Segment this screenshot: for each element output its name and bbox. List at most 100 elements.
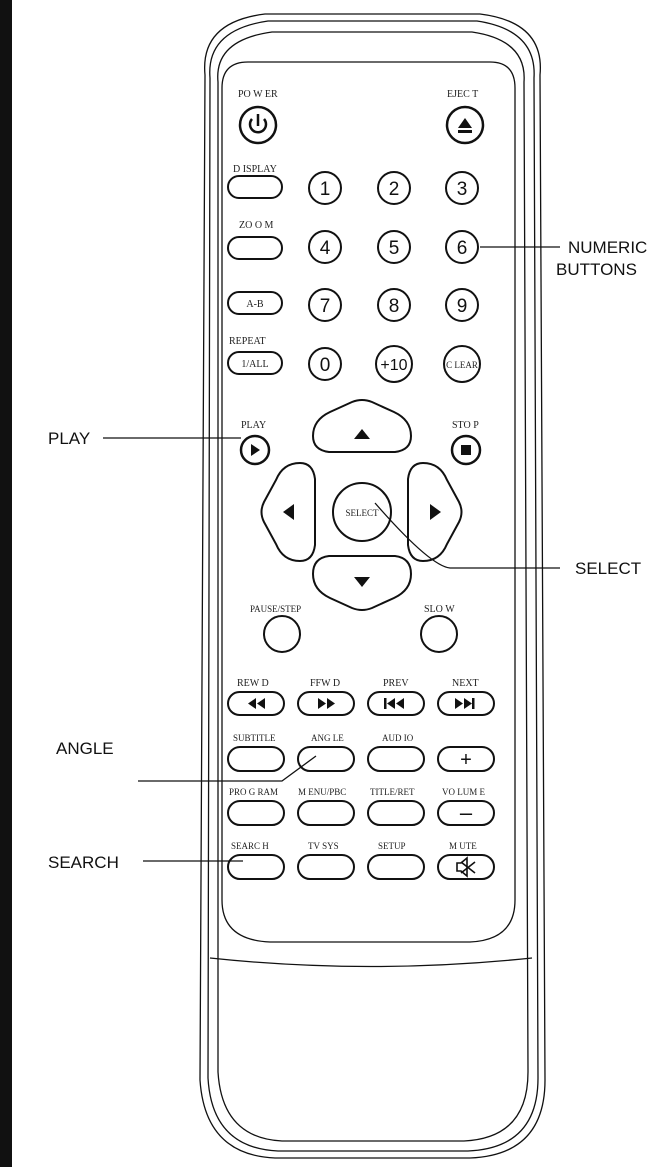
power-label: PO W ER (238, 89, 278, 100)
numeric-buttons-callout-line1: NUMERIC (568, 238, 647, 257)
numeric-key-5[interactable]: 5 (377, 230, 411, 264)
remote-inner-outline (217, 31, 529, 1142)
pause-step-button[interactable] (263, 615, 301, 653)
numeric-key-4[interactable]: 4 (308, 230, 342, 264)
tv-sys-label: TV SYS (308, 841, 339, 851)
numeric-key-7[interactable]: 7 (308, 288, 342, 322)
forward-label: FFW D (310, 678, 340, 689)
program-button[interactable] (227, 800, 285, 826)
remote-outer-outline (199, 13, 546, 1159)
play-button[interactable] (239, 434, 271, 466)
numeric-key-6-label: 6 (457, 238, 468, 259)
pause-step-label: PAUSE/STEP (250, 604, 301, 614)
stop-button[interactable] (450, 434, 482, 466)
numeric-key-1-label: 1 (320, 179, 331, 200)
eject-button[interactable] (445, 105, 485, 145)
ab-button[interactable]: A-B (227, 291, 283, 315)
power-button[interactable] (238, 105, 278, 145)
audio-button[interactable] (367, 746, 425, 772)
numeric-key-0-label: 0 (320, 355, 331, 376)
display-label: D ISPLAY (233, 164, 277, 175)
repeat-button[interactable]: 1/ALL (227, 351, 283, 375)
mute-speaker-icon (456, 856, 476, 878)
numeric-key-2[interactable]: 2 (377, 171, 411, 205)
angle-callout: ANGLE (56, 739, 114, 758)
numeric-key-2-label: 2 (389, 179, 400, 200)
dpad-left-button[interactable] (260, 461, 316, 563)
rewind-label: REW D (237, 678, 269, 689)
numeric-key-8[interactable]: 8 (377, 288, 411, 322)
zoom-label: ZO O M (239, 220, 274, 231)
select-callout: SELECT (575, 559, 641, 578)
numeric-key-6[interactable]: 6 (445, 230, 479, 264)
prev-label: PREV (383, 678, 409, 689)
zoom-button[interactable] (227, 236, 283, 260)
title-return-button[interactable] (367, 800, 425, 826)
ab-button-text: A-B (246, 299, 264, 310)
skip-forward-icon (455, 698, 475, 709)
up-arrow-icon (354, 429, 370, 439)
angle-button[interactable] (297, 746, 355, 772)
eject-label: EJEC T (447, 89, 478, 100)
next-label: NEXT (452, 678, 479, 689)
clear-button[interactable]: C LEAR (443, 345, 481, 383)
search-button[interactable] (227, 854, 285, 880)
next-button[interactable] (437, 691, 495, 716)
search-label: SEARC H (231, 841, 269, 851)
select-button[interactable]: SELECT (332, 482, 392, 542)
dpad-down-button[interactable] (311, 555, 413, 611)
down-arrow-icon (354, 577, 370, 587)
mute-button[interactable] (437, 854, 495, 880)
menu-pbc-button[interactable] (297, 800, 355, 826)
menu-pbc-label: M ENU/PBC (298, 787, 346, 797)
mute-label: M UTE (449, 841, 477, 851)
program-label: PRO G RAM (229, 787, 278, 797)
bottom-curve (209, 957, 533, 968)
search-callout: SEARCH (48, 853, 119, 872)
repeat-label: REPEAT (229, 336, 266, 347)
prev-button[interactable] (367, 691, 425, 716)
clear-button-text: C LEAR (446, 360, 478, 370)
subtitle-button[interactable] (227, 746, 285, 772)
numeric-key-9[interactable]: 9 (445, 288, 479, 322)
slow-label: SLO W (424, 604, 455, 615)
angle-callout-line (138, 755, 317, 782)
left-border-bar (0, 0, 12, 1167)
display-button[interactable] (227, 175, 283, 199)
repeat-button-text: 1/ALL (241, 359, 268, 370)
numeric-key-0[interactable]: 0 (308, 347, 342, 381)
keypad-panel (221, 61, 516, 943)
tv-sys-button[interactable] (297, 854, 355, 880)
numeric-key-1[interactable]: 1 (308, 171, 342, 205)
audio-label: AUD IO (382, 733, 414, 743)
dpad-up-button[interactable] (311, 399, 413, 453)
volume-label: VO LUM E (442, 787, 485, 797)
play-callout: PLAY (48, 429, 90, 448)
setup-label: SETUP (378, 841, 406, 851)
dpad-right-button[interactable] (407, 461, 463, 563)
volume-up-button[interactable]: + (437, 746, 495, 772)
plus-icon: + (460, 749, 472, 771)
title-return-label: TITLE/RET (370, 787, 415, 797)
rewind-icon (248, 698, 265, 709)
minus-icon: – (460, 800, 473, 825)
slow-button[interactable] (420, 615, 458, 653)
numeric-key-3-label: 3 (457, 179, 468, 200)
left-arrow-icon (283, 504, 294, 520)
forward-button[interactable] (297, 691, 355, 716)
remote-middle-outline (207, 20, 539, 1152)
eject-icon (458, 118, 472, 133)
numeric-key-3[interactable]: 3 (445, 171, 479, 205)
volume-down-button[interactable]: – (437, 800, 495, 826)
stop-icon (461, 445, 471, 455)
numeric-key-plus10[interactable]: +10 (375, 345, 413, 383)
right-arrow-icon (430, 504, 441, 520)
setup-button[interactable] (367, 854, 425, 880)
select-button-text: SELECT (346, 508, 380, 518)
numeric-buttons-callout-line2: BUTTONS (556, 260, 637, 279)
skip-back-icon (384, 698, 404, 709)
rewind-button[interactable] (227, 691, 285, 716)
numeric-key-8-label: 8 (389, 296, 400, 317)
